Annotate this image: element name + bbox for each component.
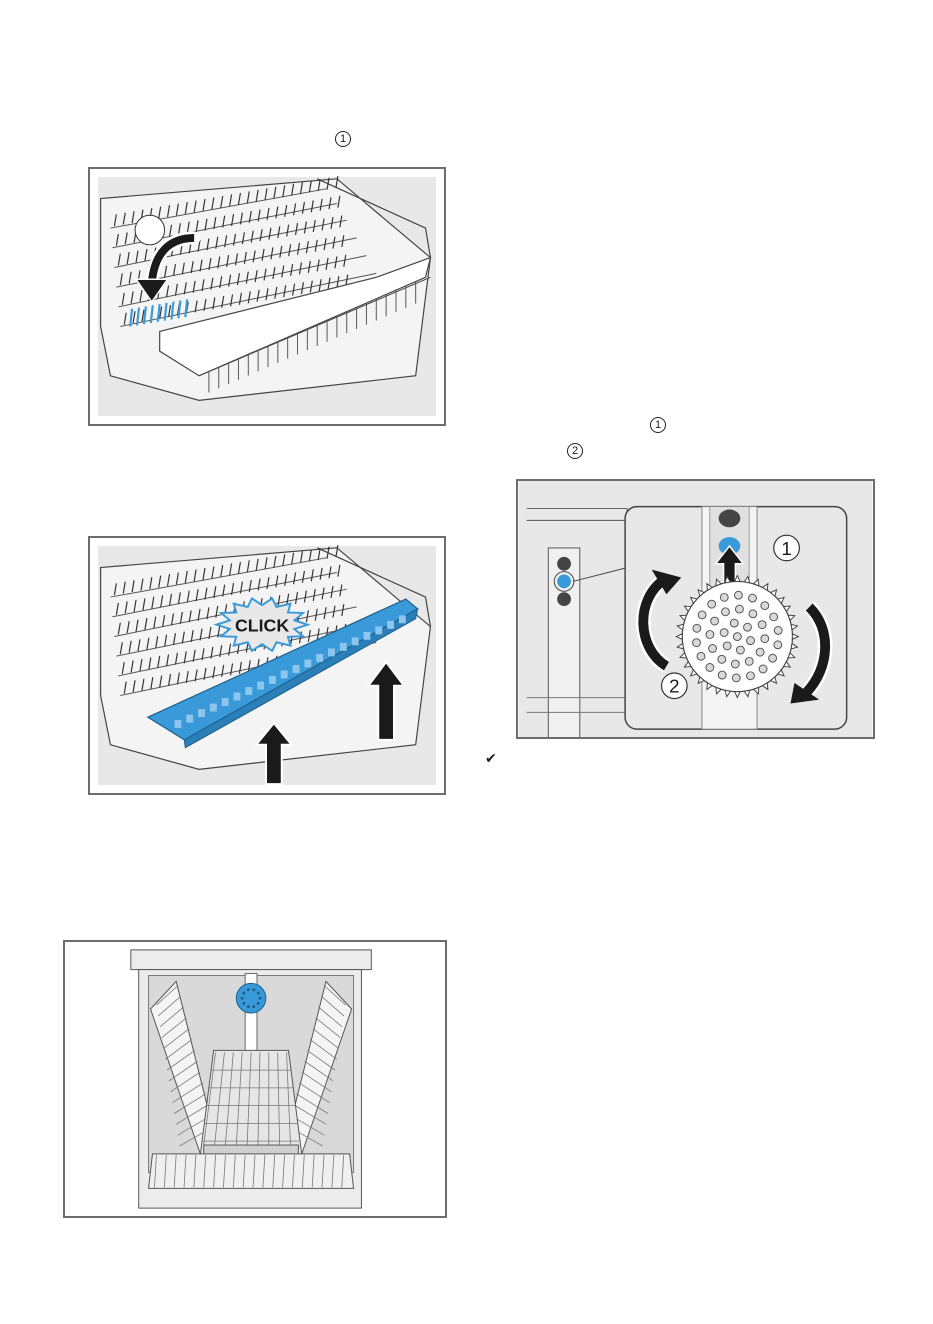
dial-label-2: 2	[669, 676, 679, 697]
figure-dishwasher-front	[63, 940, 447, 1218]
figure-dial-detail: 1 2	[516, 479, 875, 739]
click-tray-illustration: CLICK	[90, 538, 444, 793]
figure-rack-insert	[88, 167, 446, 426]
check-icon: ✔	[485, 752, 497, 766]
dishwasher-front-illustration	[65, 942, 445, 1216]
step-1-marker: 1	[335, 131, 351, 147]
dial-detail-illustration: 1 2	[518, 481, 873, 737]
figure-click-tray: CLICK	[88, 536, 446, 795]
dial-label-1: 1	[781, 538, 791, 559]
click-label: CLICK	[235, 616, 289, 636]
step-1-marker-right: 1	[650, 417, 666, 433]
rack-insert-illustration	[90, 169, 444, 424]
step-2-marker-right: 2	[567, 443, 583, 459]
